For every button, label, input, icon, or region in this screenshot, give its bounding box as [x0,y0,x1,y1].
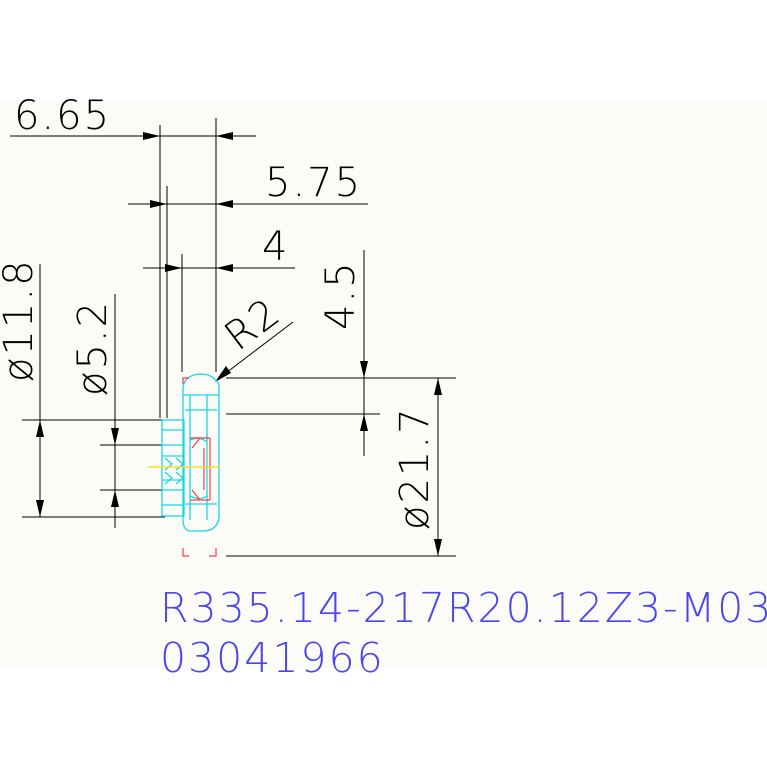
dim-label-5-75: 5.75 [265,160,362,206]
radius-r2-leader: R2 [215,289,294,382]
part-designation: R335.14-217R20.12Z3-M03 [160,584,767,632]
dim-label-dia-5-2: ø5.2 [70,300,116,396]
dimension-dia-5-2: ø5.2 [70,294,165,528]
part-code: 03041966 [160,634,385,682]
dimension-5-75: 5.75 [128,160,368,418]
insert-part-outline [161,373,220,532]
dimension-4: 4 [143,224,295,372]
dimension-4-5: 4.5 [226,250,456,456]
dim-label-r2: R2 [216,289,289,360]
dim-label-dia-11-8: ø11.8 [0,258,42,382]
hidden-lines [182,377,217,557]
dimension-dia-11-8: ø11.8 [0,258,165,518]
dimension-6-65: 6.65 [10,93,256,418]
dim-label-4-5: 4.5 [318,260,364,330]
drawing-sheet [0,100,767,668]
dim-label-4: 4 [262,224,289,270]
dimension-dia-21-7: ø21.7 [226,378,456,557]
dim-label-dia-21-7: ø21.7 [392,406,438,530]
dim-label-6-65: 6.65 [14,93,111,139]
